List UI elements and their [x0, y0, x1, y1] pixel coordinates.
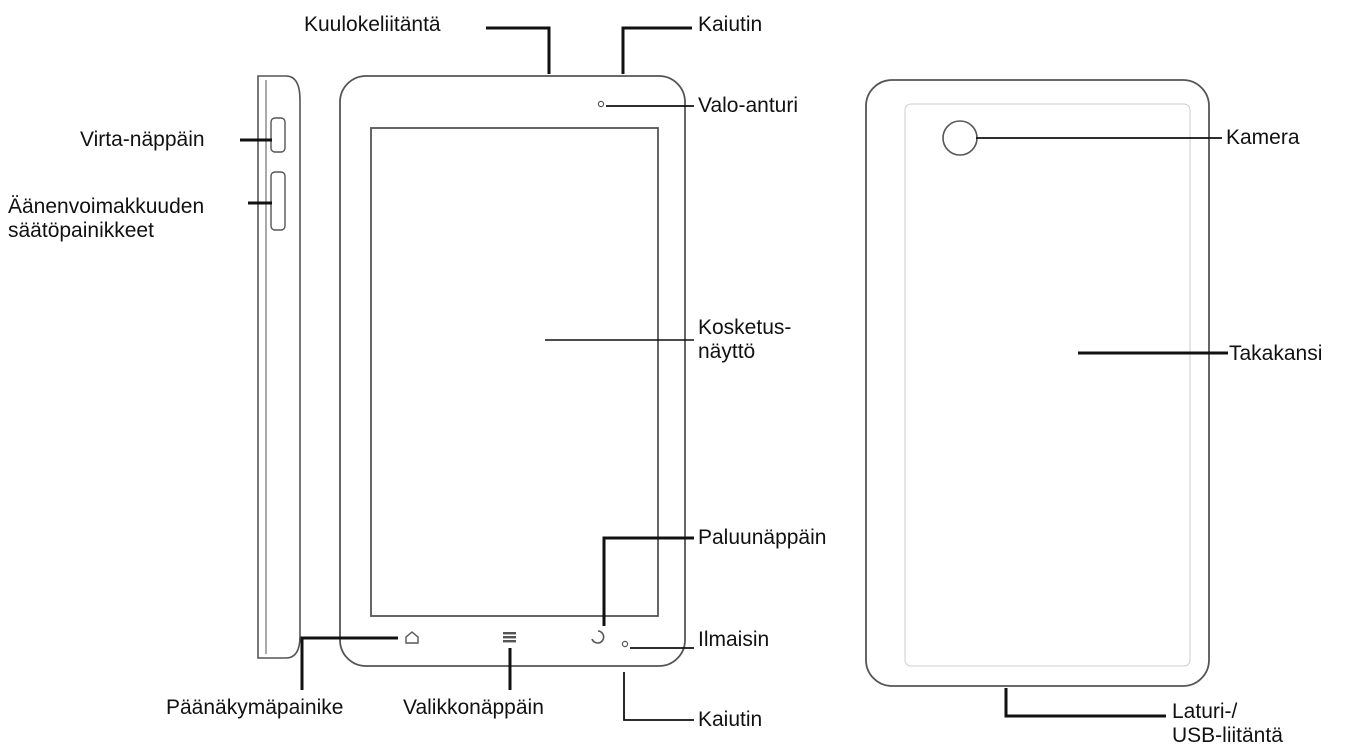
light-sensor-dot	[597, 100, 605, 108]
back-icon	[591, 630, 605, 644]
label-speaker-bottom: Kaiutin	[698, 708, 763, 731]
back-body	[865, 79, 1210, 687]
touchscreen-area	[370, 127, 659, 617]
label-back-key: Paluunäppäin	[698, 526, 827, 549]
label-volume-keys: Äänenvoimakkuuden säätöpainikkeet	[8, 195, 204, 243]
tablet-front-view	[339, 75, 686, 667]
volume-button	[270, 171, 286, 231]
label-headphone-jack: Kuulokeliitäntä	[304, 13, 441, 36]
label-touchscreen: Kosketus- näyttö	[698, 316, 791, 364]
home-icon	[405, 631, 419, 644]
label-charger-line-1: Laturi-/	[1172, 700, 1238, 723]
label-menu-key: Valikkonäppäin	[403, 696, 544, 719]
leader-headphone	[486, 26, 551, 74]
indicator-led	[621, 640, 629, 648]
leader-back-key	[602, 536, 694, 626]
tablet-back-view	[865, 79, 1210, 687]
label-light-sensor: Valo-anturi	[698, 94, 798, 117]
leader-speaker-bottom	[623, 672, 694, 721]
label-indicator: Ilmaisin	[698, 628, 770, 651]
leader-lines	[240, 26, 1228, 721]
power-button	[270, 117, 286, 153]
camera-lens	[942, 120, 978, 156]
leader-home	[300, 636, 398, 690]
leader-charger	[1004, 688, 1166, 718]
label-power-key: Virta-näppäin	[80, 128, 205, 151]
label-volume-line-2: säätöpainikkeet	[8, 219, 154, 242]
back-inner-line	[904, 103, 1191, 667]
label-back-cover: Takakansi	[1229, 342, 1323, 365]
menu-icon	[503, 632, 516, 643]
side-body	[257, 75, 301, 659]
label-touchscreen-line-1: Kosketus-	[698, 316, 792, 339]
leader-speaker-top	[621, 26, 692, 74]
label-camera: Kamera	[1226, 126, 1300, 149]
tablet-side-view	[257, 75, 301, 659]
label-touchscreen-line-2: näyttö	[698, 340, 756, 363]
front-body	[339, 75, 686, 667]
label-home-key: Päänäkymäpainike	[166, 696, 344, 719]
label-charger-usb: Laturi-/ USB-liitäntä	[1172, 700, 1283, 748]
label-charger-line-2: USB-liitäntä	[1172, 724, 1283, 747]
label-volume-line-1: Äänenvoimakkuuden	[8, 195, 205, 218]
label-speaker-top: Kaiutin	[698, 13, 763, 36]
